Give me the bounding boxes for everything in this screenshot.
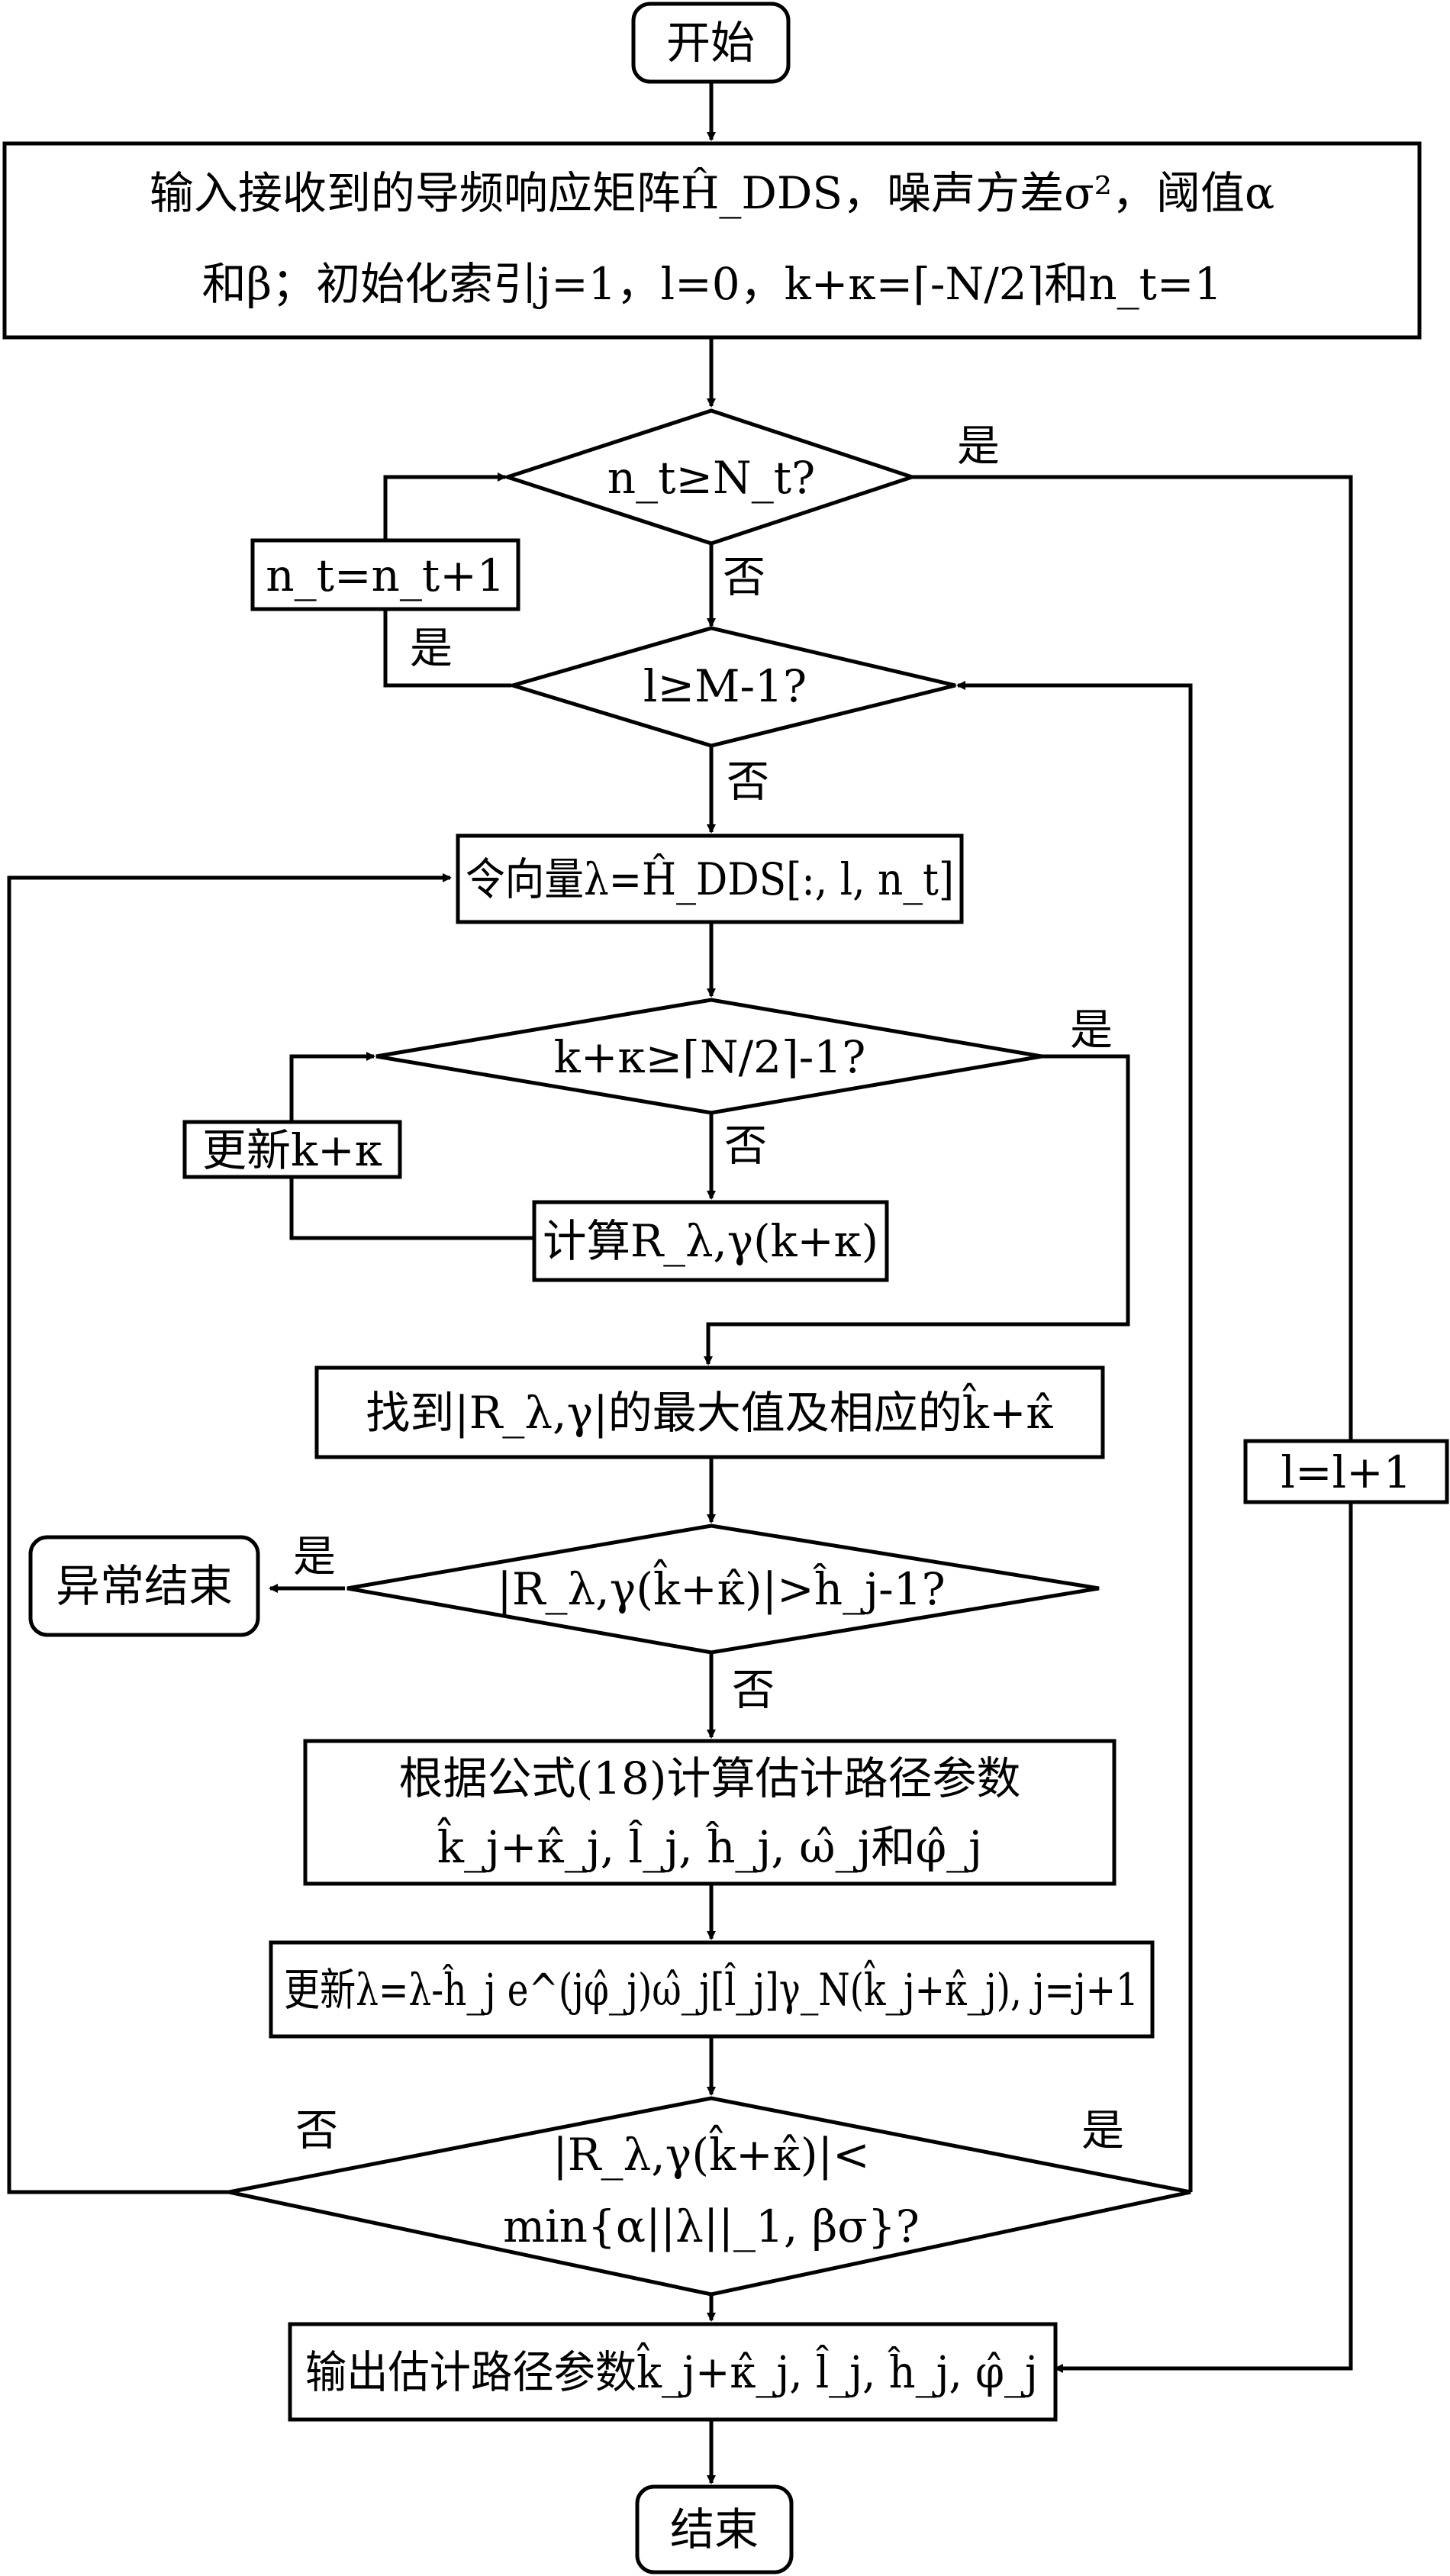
end-label: 结束	[670, 2503, 759, 2555]
check-l-yes-label: 是	[410, 624, 453, 674]
edge-computer-updatek	[289, 1177, 534, 1240]
inc-l-label: l=l+1	[1281, 1446, 1411, 1498]
check-abnormal-yes-label: 是	[293, 1533, 336, 1582]
input-line2: 和β；初始化索引j=1，l=0，k+κ=⌈-N/2⌉和n_t=1	[202, 258, 1223, 310]
compute-r-label: 计算R_λ,γ(k+κ)	[543, 1215, 878, 1267]
check-nt-node: n_t≥N_t?	[501, 408, 918, 546]
end-node: 结束	[635, 2484, 794, 2574]
check-stop-no-label: 否	[295, 2107, 338, 2156]
update-k-node: 更新k+κ	[182, 1120, 402, 1179]
edge-incnt-checknt	[383, 472, 507, 540]
estimate-node: 根据公式(18)计算估计路径参数 k̂_j+κ̂_j, l̂_j, ĥ_j, ω…	[303, 1739, 1116, 1886]
set-lambda-label: 令向量λ=Ĥ_DDS[:, l, n_t]	[466, 853, 954, 905]
check-k-yes-label: 是	[1070, 1006, 1113, 1056]
abnormal-end-label: 异常结束	[56, 1560, 233, 1612]
edge-checkstop-checkl	[956, 681, 1193, 2192]
check-k-node: k+κ≥⌈N/2⌉-1?	[375, 998, 1042, 1115]
inc-l-node: l=l+1	[1243, 1439, 1449, 1504]
check-k-label: k+κ≥⌈N/2⌉-1?	[554, 1031, 866, 1083]
find-max-label: 找到|R_λ,γ|的最大值及相应的k̂+κ̂	[366, 1382, 1054, 1439]
input-node: 输入接收到的导频响应矩阵Ĥ_DDS，噪声方差σ²，阈值α 和β；初始化索引j=1…	[2, 141, 1422, 340]
start-node: 开始	[631, 2, 791, 84]
input-line1: 输入接收到的导频响应矩阵Ĥ_DDS，噪声方差σ²，阈值α	[150, 167, 1274, 219]
check-l-label: l≥M-1?	[643, 660, 807, 712]
output-node: 输出估计路径参数k̂_j+κ̂_j, l̂_j, ĥ_j, φ̂_j	[288, 2322, 1058, 2422]
edge-checknt-output	[908, 475, 1353, 2373]
check-k-no-label: 否	[724, 1122, 767, 1172]
check-abnormal-node: |R_λ,γ(k̂+κ̂)|>ĥ_j-1?	[346, 1523, 1100, 1655]
check-abnormal-no-label: 否	[732, 1666, 775, 1716]
output-label: 输出估计路径参数k̂_j+κ̂_j, l̂_j, ĥ_j, φ̂_j	[305, 2342, 1038, 2398]
compute-r-node: 计算R_λ,γ(k+κ)	[532, 1200, 889, 1282]
check-l-no-label: 否	[727, 758, 769, 808]
inc-nt-label: n_t=n_t+1	[266, 550, 504, 601]
edge-updatek-checkk	[289, 1052, 375, 1122]
check-nt-yes-label: 是	[957, 422, 1000, 472]
inc-nt-node: n_t=n_t+1	[250, 538, 520, 611]
check-stop-yes-label: 是	[1081, 2107, 1124, 2156]
connectors	[7, 82, 1353, 2484]
check-stop-line1: |R_λ,γ(k̂+κ̂)|<	[553, 2124, 869, 2181]
estimate-line1: 根据公式(18)计算估计路径参数	[398, 1752, 1020, 1804]
edge-checkk-findmax	[704, 1054, 1130, 1365]
edge-checkstop-setlambda	[7, 873, 452, 2194]
check-stop-line2: min{α||λ||_1, βσ}?	[503, 2200, 920, 2252]
check-l-node: l≥M-1?	[506, 626, 956, 748]
estimate-line2: k̂_j+κ̂_j, l̂_j, ĥ_j, ω̂_j和φ̂_j	[437, 1817, 983, 1873]
update-k-label: 更新k+κ	[202, 1124, 382, 1176]
check-abnormal-label: |R_λ,γ(k̂+κ̂)|>ĥ_j-1?	[497, 1559, 945, 1615]
find-max-node: 找到|R_λ,γ|的最大值及相应的k̂+κ̂	[314, 1365, 1105, 1459]
edge-checkl-incnt	[383, 609, 511, 688]
update-lambda-label: 更新λ=λ-ĥ_j e^(jφ̂_j)ω̂_j[l̂_j]γ_N(k̂_j+κ̂…	[284, 1959, 1139, 2016]
check-stop-node: |R_λ,γ(k̂+κ̂)|< min{α||λ||_1, βσ}?	[228, 2096, 1191, 2297]
check-nt-no-label: 否	[723, 553, 765, 603]
abnormal-end-node: 异常结束	[28, 1535, 260, 1637]
check-nt-label: n_t≥N_t?	[607, 452, 815, 504]
set-lambda-node: 令向量λ=Ĥ_DDS[:, l, n_t]	[456, 833, 964, 924]
start-label: 开始	[666, 17, 755, 69]
update-lambda-node: 更新λ=λ-ĥ_j e^(jφ̂_j)ω̂_j[l̂_j]γ_N(k̂_j+κ̂…	[269, 1940, 1155, 2039]
